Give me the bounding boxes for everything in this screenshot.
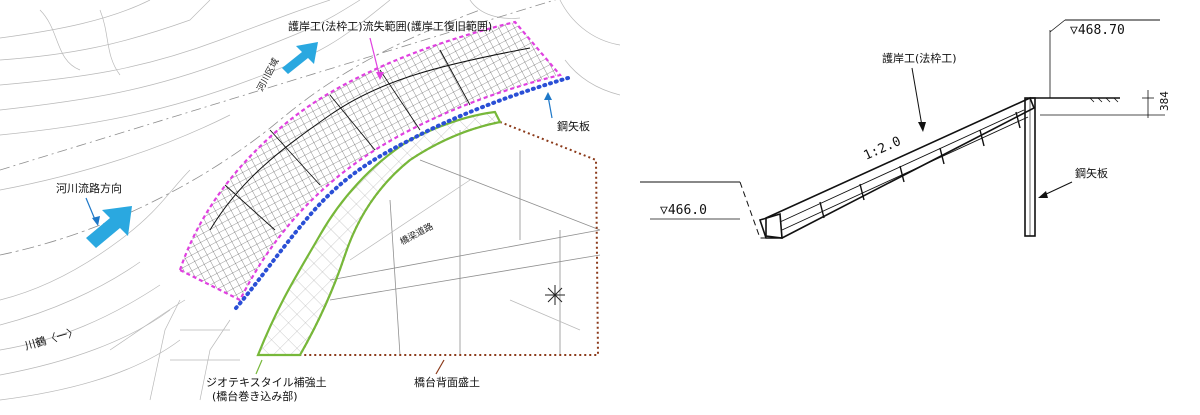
steel-sheet-pile-leader-head <box>544 92 552 100</box>
revetment-frame <box>758 96 1036 239</box>
revetment-loss-range-leader-head <box>376 72 384 80</box>
section-view-drawing: 384 ▽468.70 ▽466.0 護岸工(法枠工) 1:2.0 鋼矢板 <box>640 19 1171 239</box>
steel-sheet-pile-section-leader-head <box>1038 191 1048 198</box>
geotextile-reinforced-zone <box>256 110 502 357</box>
revetment-label: 護岸工(法枠工) <box>882 51 957 65</box>
river-flow-direction-label: 河川流路方向 <box>56 181 122 195</box>
river-flow-arrow-lower <box>86 206 132 248</box>
north-star-symbol <box>545 285 565 305</box>
dimension-marker <box>1040 90 1165 118</box>
geotextile-label-line2: (橋台巻き込み部) <box>212 389 298 403</box>
steel-sheet-pile <box>1024 97 1036 237</box>
plan-view: 橋梁道路 河川区域 護岸工(法枠工)流失範囲(護岸工復旧範囲) 鋼矢板 河川流路… <box>0 0 620 403</box>
steel-sheet-pile-section-label: 鋼矢板 <box>1075 166 1108 180</box>
top-elevation-label: ▽468.70 <box>1070 23 1125 38</box>
river-flow-direction-leader-head <box>92 216 100 226</box>
abutment-back-fill-label: 橋台背面盛土 <box>414 375 480 389</box>
bank-top <box>1030 19 1160 103</box>
abutment-back-fill-leader <box>435 359 445 375</box>
section-view: 384 ▽468.70 ▽466.0 護岸工(法枠工) 1:2.0 鋼矢板 <box>620 0 1200 415</box>
steel-sheet-pile-line <box>234 76 570 310</box>
contour-lines <box>0 0 620 401</box>
dimension-label: 384 <box>1158 91 1171 111</box>
river-flow-arrow-upper <box>282 42 318 74</box>
steel-sheet-pile-section-leader <box>1041 181 1073 197</box>
steel-sheet-pile-label: 鋼矢板 <box>557 119 590 133</box>
plan-view-drawing: 橋梁道路 河川区域 護岸工(法枠工)流失範囲(護岸工復旧範囲) 鋼矢板 河川流路… <box>0 0 620 403</box>
geotextile-leader <box>255 359 263 375</box>
bottom-elevation-label: ▽466.0 <box>660 203 707 218</box>
revetment-loss-range <box>178 20 562 302</box>
revetment-leader <box>911 67 923 127</box>
geotextile-label-line1: ジオテキスタイル補強土 <box>206 376 327 389</box>
revetment-loss-range-label: 護岸工(法枠工)流失範囲(護岸工復旧範囲) <box>288 19 492 33</box>
toe-dashed-outline <box>739 181 782 239</box>
river-name-label: 川鶴〈一〉 <box>23 324 80 353</box>
revetment-leader-head <box>918 122 926 132</box>
parcel-lines <box>329 130 601 356</box>
revetment-block-dividers <box>209 47 531 231</box>
revetment-loss-range-leader <box>369 37 381 79</box>
